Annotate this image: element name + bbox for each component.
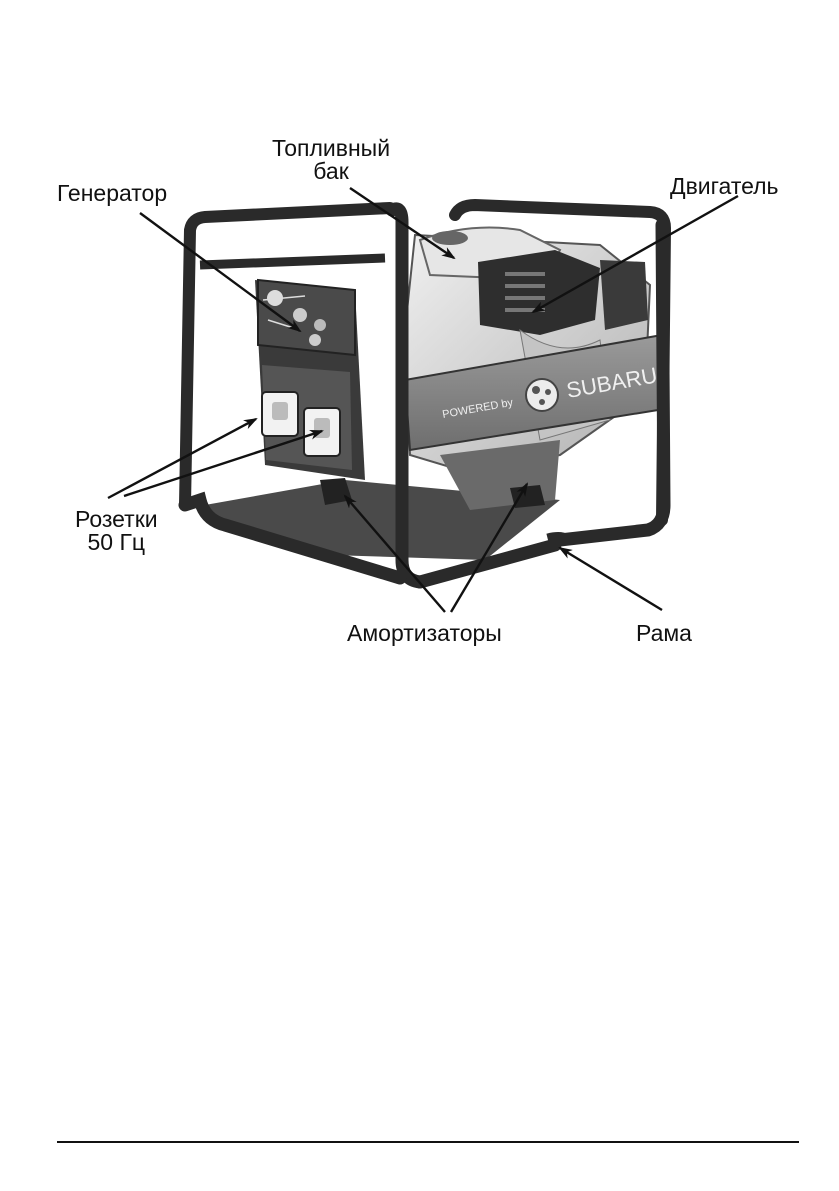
label-sockets: Розетки 50 Гц: [75, 508, 158, 554]
label-dampers: Амортизаторы: [347, 622, 502, 645]
air-cleaner: [478, 250, 600, 335]
generator-illustration: POWERED by SUBARU: [185, 205, 665, 582]
label-engine: Двигатель: [670, 175, 779, 198]
arrow-frame: [560, 548, 662, 610]
label-fuel-tank-line2: бак: [272, 160, 390, 183]
label-sockets-line2: 50 Гц: [75, 531, 158, 554]
label-fuel-tank-line1: Топливный: [272, 137, 390, 160]
label-sockets-line1: Розетки: [75, 508, 158, 531]
arrow-generator: [140, 213, 300, 331]
label-frame: Рама: [636, 622, 692, 645]
label-fuel-tank: Топливный бак: [272, 137, 390, 183]
label-generator: Генератор: [57, 182, 167, 205]
footer-rule: [57, 1141, 799, 1143]
